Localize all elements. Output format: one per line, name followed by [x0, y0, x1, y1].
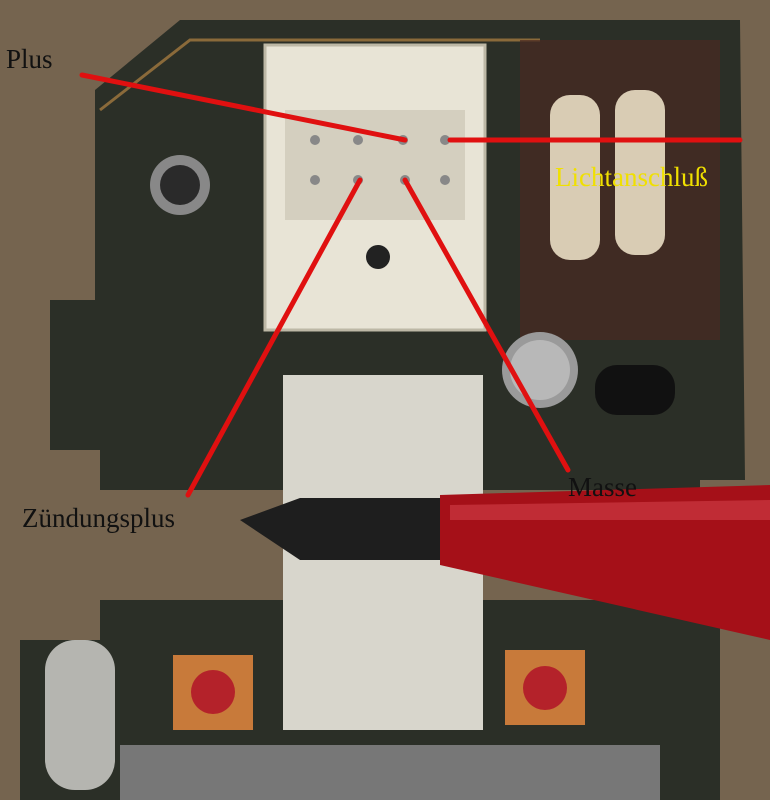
screwdriver-handle — [440, 485, 770, 640]
mounting-hole — [366, 245, 390, 269]
resistor — [550, 95, 600, 260]
plus-pointer-line — [79, 72, 408, 143]
label-masse: Masse — [568, 472, 637, 502]
label-plus: Plus — [6, 44, 53, 74]
label-lichtanschluss: Lichtanschluß — [555, 162, 708, 192]
ground-pointer-line — [402, 177, 571, 473]
label-zuendungsplus: Zündungsplus — [22, 503, 176, 533]
resistor — [615, 90, 665, 255]
transistor — [595, 365, 675, 415]
screwdriver-tip — [240, 498, 455, 560]
ignition-pointer-line — [185, 177, 363, 498]
crystal — [45, 640, 115, 790]
